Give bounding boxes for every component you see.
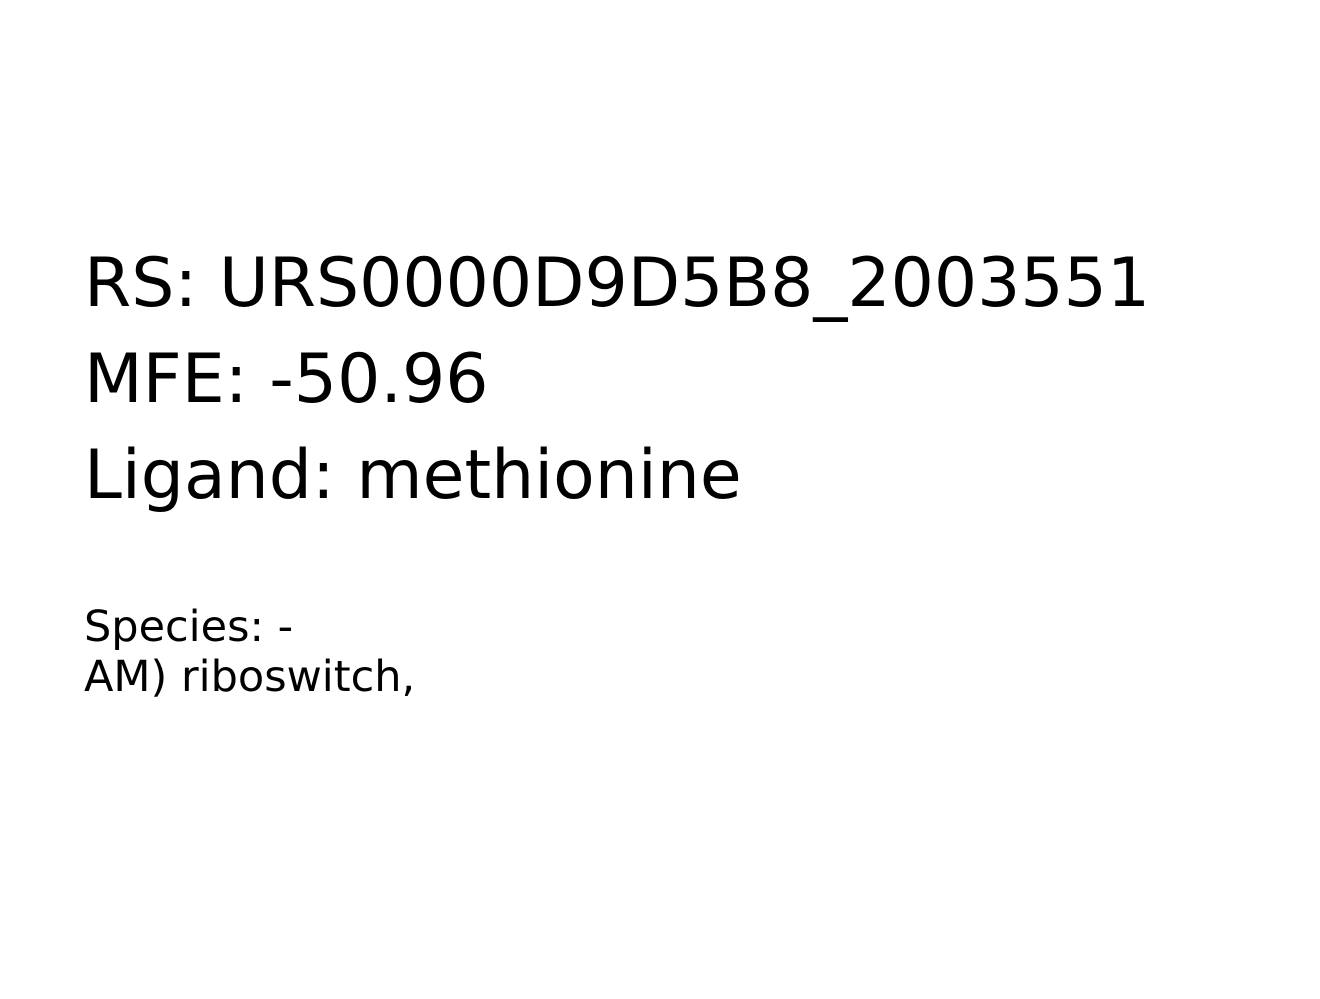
species-text: Species: - <box>84 602 294 652</box>
ligand-text: Ligand: methionine <box>84 436 742 515</box>
mfe-text: MFE: -50.96 <box>84 340 489 419</box>
rs-id-text: RS: URS0000D9D5B8_2003551 <box>84 244 1151 323</box>
description-text: AM) riboswitch, <box>84 652 416 702</box>
